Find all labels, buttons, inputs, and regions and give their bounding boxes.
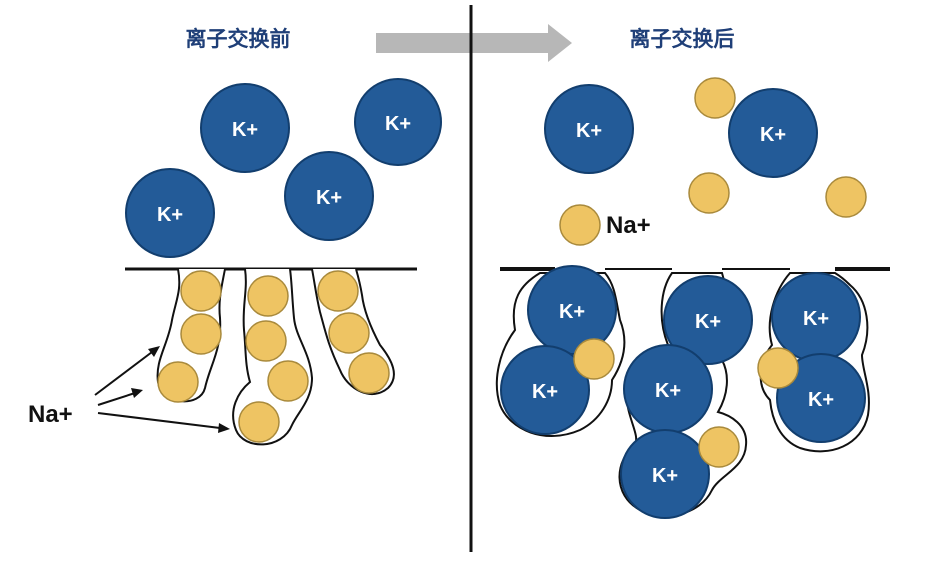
sodium-ion xyxy=(698,426,740,468)
sodium-ion xyxy=(247,275,289,317)
sodium-ion xyxy=(267,360,309,402)
potassium-label: K+ xyxy=(808,389,834,411)
potassium-label: K+ xyxy=(385,113,411,135)
potassium-label: K+ xyxy=(655,380,681,402)
potassium-ion: K+ xyxy=(544,84,634,174)
potassium-ion: K+ xyxy=(620,429,710,519)
transition-arrow xyxy=(376,24,572,62)
potassium-label: K+ xyxy=(652,465,678,487)
sodium-ion xyxy=(238,401,280,443)
sodium-ion xyxy=(348,352,390,394)
potassium-label: K+ xyxy=(576,120,602,142)
title-after-exchange: 离子交换后 xyxy=(630,27,735,51)
potassium-label: K+ xyxy=(559,301,585,323)
potassium-ion: K+ xyxy=(663,275,753,365)
sodium-label-left: Na+ xyxy=(28,401,73,428)
sodium-ion xyxy=(559,204,601,246)
title-before-exchange: 离子交换前 xyxy=(186,27,291,51)
sodium-ion xyxy=(180,313,222,355)
potassium-ion: K+ xyxy=(728,88,818,178)
potassium-ion: K+ xyxy=(354,78,442,166)
potassium-label: K+ xyxy=(760,124,786,146)
potassium-ion: K+ xyxy=(284,151,374,241)
sodium-ion xyxy=(328,312,370,354)
potassium-ion: K+ xyxy=(776,353,866,443)
sodium-ion xyxy=(157,361,199,403)
sodium-ion xyxy=(688,172,730,214)
potassium-ion: K+ xyxy=(200,83,290,173)
potassium-ion: K+ xyxy=(125,168,215,258)
potassium-label: K+ xyxy=(157,204,183,226)
potassium-label: K+ xyxy=(532,381,558,403)
potassium-label: K+ xyxy=(232,119,258,141)
potassium-label: K+ xyxy=(695,311,721,333)
sodium-ion xyxy=(825,176,867,218)
potassium-label: K+ xyxy=(316,187,342,209)
sodium-ion xyxy=(180,270,222,312)
potassium-label: K+ xyxy=(803,308,829,330)
sodium-label-right: Na+ xyxy=(606,212,651,239)
potassium-ion: K+ xyxy=(500,345,590,435)
sodium-ion xyxy=(757,347,799,389)
sodium-ion xyxy=(245,320,287,362)
potassium-ion: K+ xyxy=(771,272,861,362)
sodium-ion xyxy=(573,338,615,380)
sodium-ion xyxy=(694,77,736,119)
sodium-ion xyxy=(317,270,359,312)
potassium-ion: K+ xyxy=(527,265,617,355)
pointer-arrows xyxy=(94,346,230,433)
potassium-ion: K+ xyxy=(623,344,713,434)
